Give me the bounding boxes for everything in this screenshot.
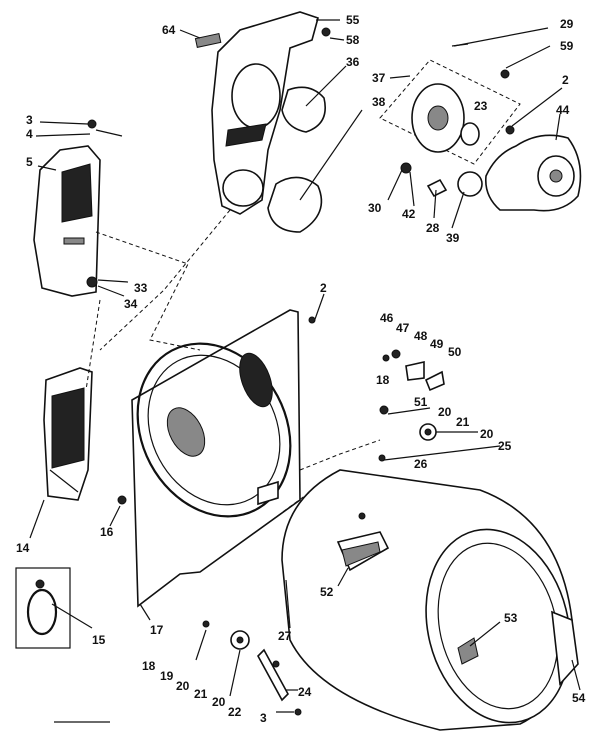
label-38: 38	[372, 95, 386, 109]
label-20-mid-b: 20	[480, 427, 494, 441]
label-17: 17	[150, 623, 164, 637]
label-51: 51	[414, 395, 428, 409]
heater-assembly	[43, 367, 93, 501]
label-26: 26	[414, 457, 428, 471]
label-18-bottom: 18	[142, 659, 156, 673]
front-duct-panel	[33, 119, 123, 297]
blower-fan-assembly	[379, 43, 582, 212]
rear-bulkhead	[117, 309, 316, 608]
drum-assembly	[281, 469, 579, 731]
idler-hardware	[54, 620, 302, 723]
label-53: 53	[504, 611, 518, 625]
blower-duct-assembly	[194, 11, 331, 233]
label-52: 52	[320, 585, 334, 599]
label-2-top: 2	[562, 73, 569, 87]
label-42: 42	[402, 207, 416, 221]
label-36: 36	[346, 55, 360, 69]
label-23: 23	[474, 99, 488, 113]
label-28: 28	[426, 221, 440, 235]
label-64: 64	[162, 23, 176, 37]
label-47: 47	[396, 321, 410, 335]
label-59: 59	[560, 39, 574, 53]
label-20-bottom-b: 20	[212, 695, 226, 709]
label-4: 4	[26, 127, 33, 141]
label-44: 44	[556, 103, 570, 117]
label-3-bottom: 3	[260, 711, 267, 725]
guide-lines	[85, 209, 381, 521]
label-37: 37	[372, 71, 386, 85]
label-24: 24	[298, 685, 312, 699]
leader-lines	[29, 19, 581, 713]
label-2-mid: 2	[320, 281, 327, 295]
label-22: 22	[228, 705, 242, 719]
label-39: 39	[446, 231, 460, 245]
label-21-mid: 21	[456, 415, 470, 429]
label-18-mid: 18	[376, 373, 390, 387]
label-19: 19	[160, 669, 174, 683]
label-58: 58	[346, 33, 360, 47]
label-54: 54	[572, 691, 586, 705]
label-33: 33	[134, 281, 148, 295]
label-50: 50	[448, 345, 462, 359]
label-49: 49	[430, 337, 444, 351]
label-20-bottom-a: 20	[176, 679, 190, 693]
thermal-cord-part	[15, 567, 71, 649]
label-3-top: 3	[26, 113, 33, 127]
label-20-mid-a: 20	[438, 405, 452, 419]
label-21-bottom: 21	[194, 687, 208, 701]
label-5: 5	[26, 155, 33, 169]
label-29: 29	[560, 17, 574, 31]
label-46: 46	[380, 311, 394, 325]
label-27: 27	[278, 629, 292, 643]
label-34: 34	[124, 297, 138, 311]
label-16: 16	[100, 525, 114, 539]
roller-hardware	[378, 349, 445, 462]
label-30: 30	[368, 201, 382, 215]
part-number-labels: 64 55 58 36 37 38 29 59 2 23 44 3 4 5 33…	[16, 13, 586, 725]
label-48: 48	[414, 329, 428, 343]
label-25: 25	[498, 439, 512, 453]
label-14: 14	[16, 541, 30, 555]
label-15: 15	[92, 633, 106, 647]
label-55: 55	[346, 13, 360, 27]
